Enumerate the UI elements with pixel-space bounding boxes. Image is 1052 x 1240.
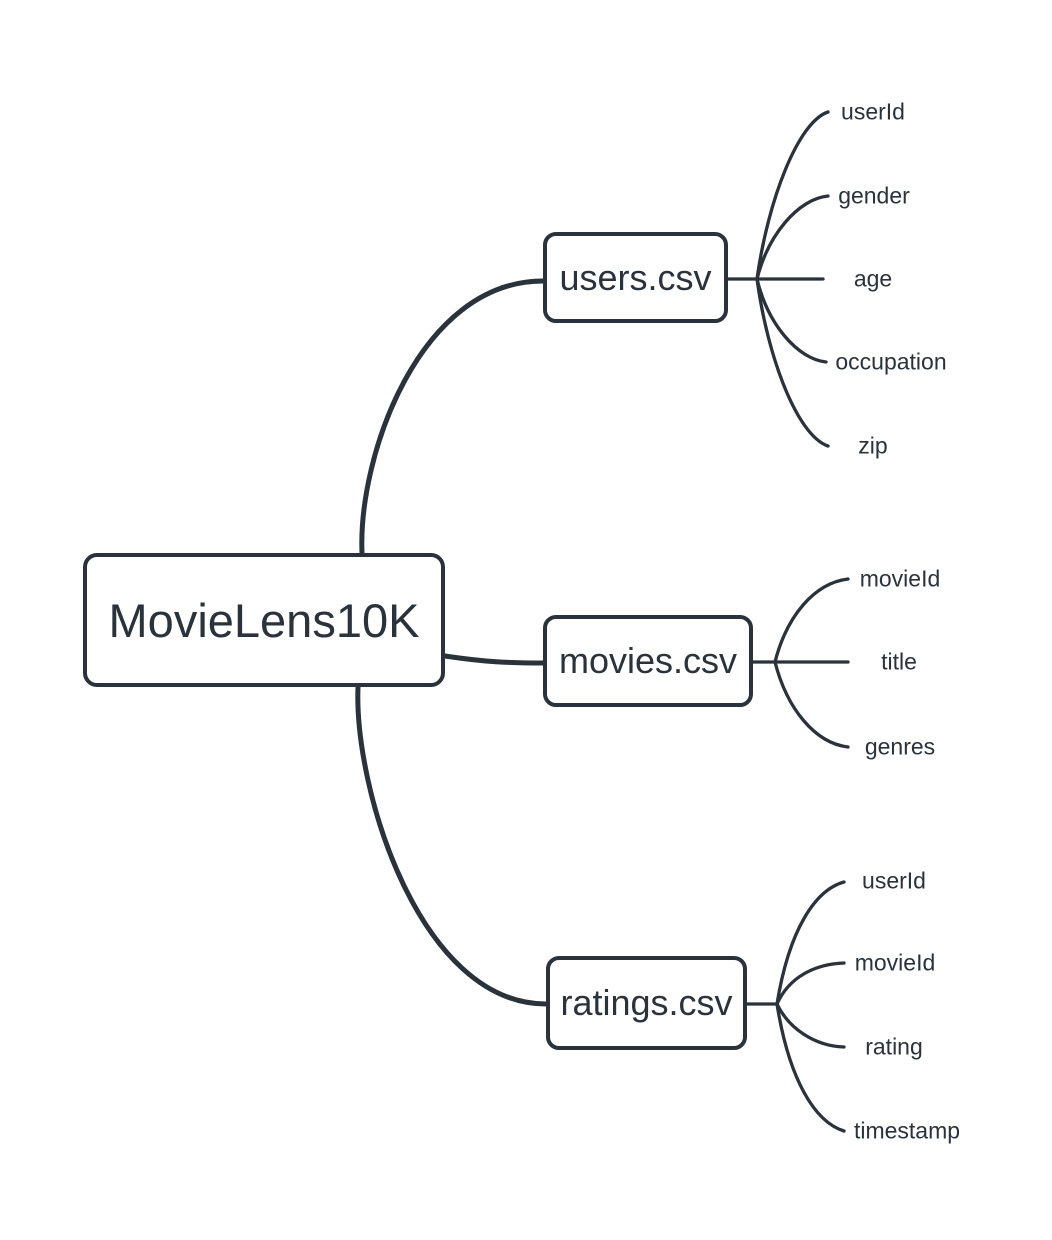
leaf-users-gender[interactable]: gender (838, 182, 910, 209)
leaf-users-zip[interactable]: zip (858, 432, 888, 459)
edge-movies-genres (773, 660, 850, 749)
edge-root-movies (442, 653, 546, 666)
leaf-ratings-timestamp[interactable]: timestamp (853, 1117, 961, 1144)
leaf-movies-movieid[interactable]: movieId (859, 565, 941, 592)
branch-node-users-csv[interactable]: users.csv (543, 232, 728, 323)
edge-ratings-rating (775, 1002, 846, 1049)
branch-node-movies-csv[interactable]: movies.csv (543, 615, 753, 707)
edge-ratings-timestamp (775, 1002, 846, 1133)
leaf-ratings-movieid[interactable]: movieId (854, 949, 936, 976)
branch-node-ratings-csv[interactable]: ratings.csv (546, 956, 747, 1050)
edge-users-gender (755, 194, 830, 281)
edge-movies-movieid (773, 577, 850, 664)
edge-ratings-userid (775, 880, 846, 1006)
leaf-ratings-userid[interactable]: userId (862, 867, 926, 894)
branch-node-label: users.csv (559, 256, 712, 298)
root-node-label: MovieLens10K (108, 593, 420, 647)
edge-root-users (359, 278, 546, 556)
leaf-movies-title[interactable]: title (881, 648, 917, 675)
edge-users-zip (755, 277, 830, 448)
leaf-movies-genres[interactable]: genres (864, 733, 936, 760)
edge-users-occupation (755, 277, 828, 364)
branch-node-label: ratings.csv (560, 982, 733, 1023)
leaf-users-occupation[interactable]: occupation (835, 348, 947, 375)
leaf-ratings-rating[interactable]: rating (865, 1033, 923, 1060)
leaf-users-userid[interactable]: userId (841, 98, 905, 125)
edge-root-ratings (355, 684, 549, 1007)
edge-ratings-movieid (775, 961, 846, 1006)
branch-node-label: movies.csv (558, 640, 738, 681)
edge-users-userid (755, 110, 830, 281)
root-node-movielens10k[interactable]: MovieLens10K (83, 553, 445, 687)
leaf-users-age[interactable]: age (853, 265, 893, 292)
